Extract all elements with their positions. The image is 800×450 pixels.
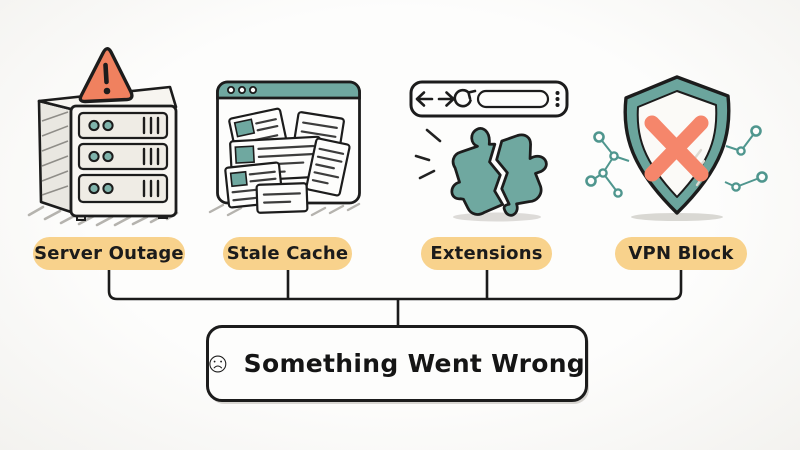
broken-puzzle-piece-icon [409, 80, 569, 222]
puzzle-pieces [450, 127, 548, 217]
back-arrow-icon [415, 91, 434, 107]
url-bar [476, 89, 550, 109]
network-nodes-left [585, 131, 630, 198]
forward-arrow-icon [437, 91, 455, 107]
browser-stacked-pages-icon [208, 80, 361, 217]
cache-shadow [208, 202, 361, 217]
server-rack-warning-icon [27, 47, 179, 227]
server-leds [88, 119, 114, 195]
x-mark [644, 115, 709, 182]
network-nodes-right [724, 125, 768, 192]
server-vents [142, 116, 160, 198]
cause-label-stale-cache: Stale Cache [223, 237, 352, 270]
shield-shadow [631, 213, 723, 221]
cause-label-vpn-block: VPN Block [615, 237, 747, 270]
refresh-icon [453, 88, 472, 108]
emphasis-lines [414, 128, 442, 180]
browser-toolbar [409, 80, 569, 118]
puzzle-shadow [453, 212, 541, 222]
menu-dots-icon [555, 91, 560, 107]
cause-label-server-outage: Server Outage [33, 237, 185, 270]
browser-header-bar [216, 80, 361, 100]
server-units [77, 111, 169, 204]
result-box: Something Went Wrong [206, 325, 588, 402]
sad-face-icon [209, 355, 227, 372]
puzzle-left-piece [450, 127, 505, 216]
result-label: Something Went Wrong [243, 349, 585, 378]
shield-x-icon [585, 75, 768, 221]
window-dots [226, 85, 258, 94]
puzzle-right-piece [495, 133, 548, 217]
warning-triangle-icon [78, 47, 134, 104]
cause-label-extensions: Extensions [421, 237, 552, 270]
cached-pages-pile [224, 107, 351, 214]
